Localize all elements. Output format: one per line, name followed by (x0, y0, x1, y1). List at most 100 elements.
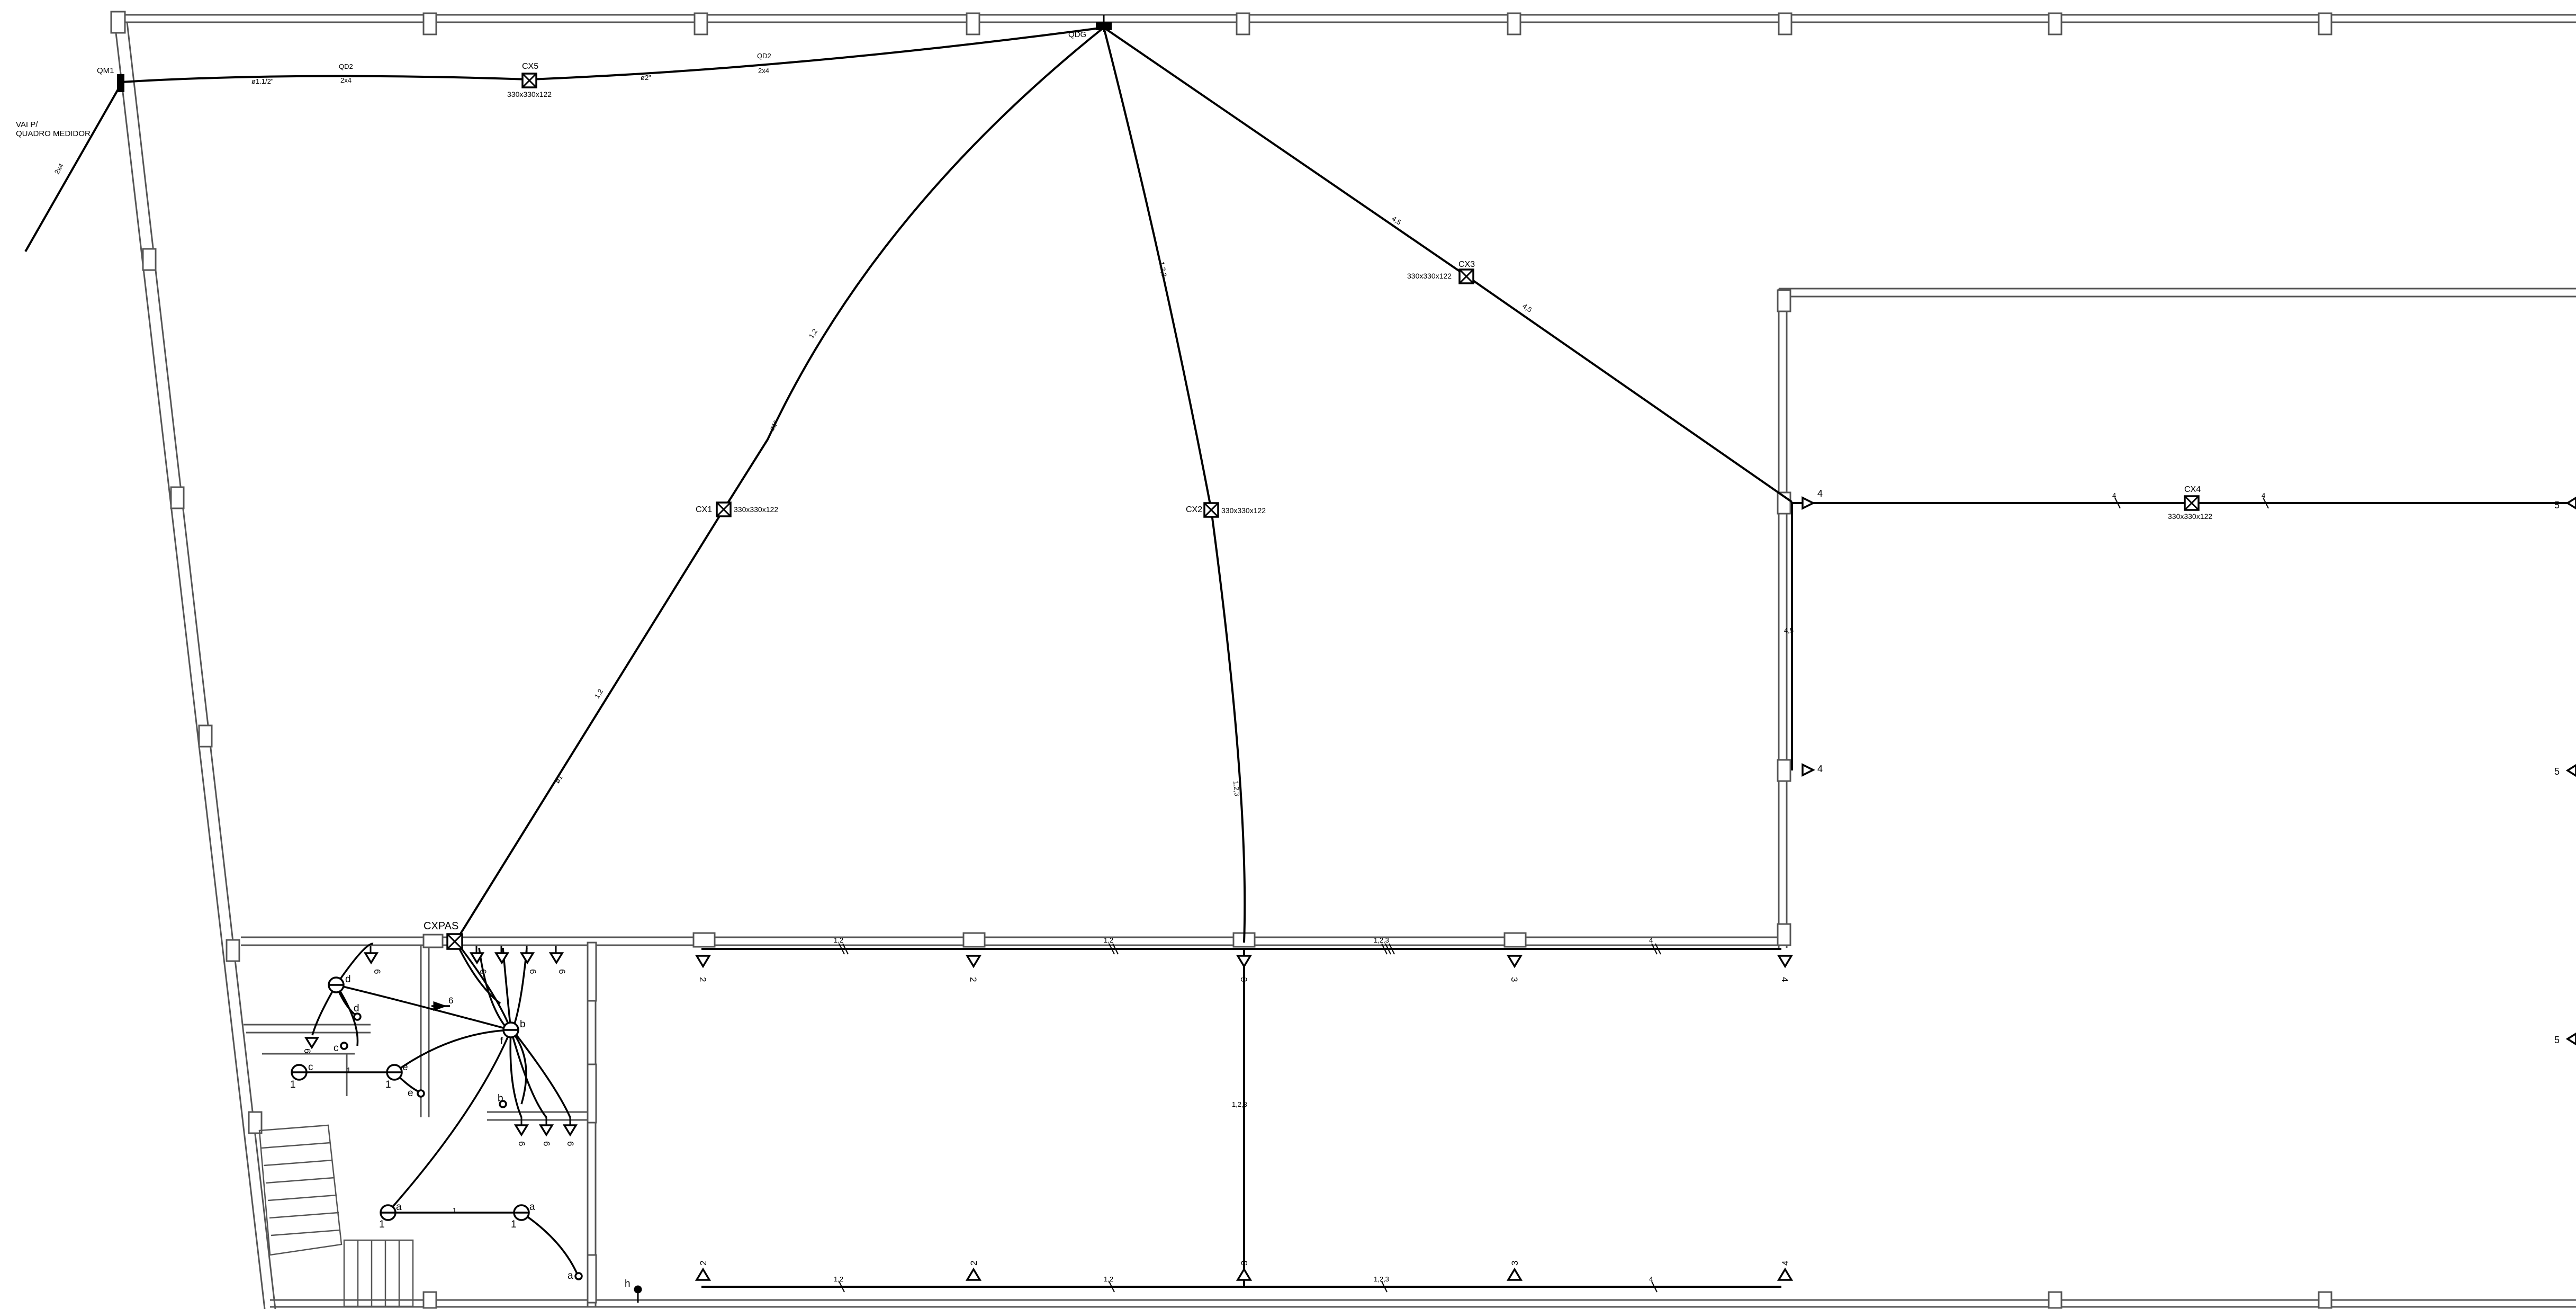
pillars (110, 11, 2332, 1309)
conduits (24, 26, 2576, 1288)
cable-corridor-vertical: 1,2,3 (1232, 1100, 1247, 1108)
switch-letter-a-left: a (396, 1202, 402, 1213)
office-switch-letters: b f d c 1 e 1 a 1 a 1 d c e b a h (290, 974, 631, 1289)
cable-office-1: 1 (453, 1206, 456, 1214)
cx4-size: 330x330x122 (2168, 512, 2212, 521)
cable-45-cx3-lower: 4,5 (1521, 302, 1533, 314)
office-circuit-6-a: 6 (372, 969, 382, 974)
office-luminaires (291, 976, 583, 1280)
meter-note: VAI P/ QUADRO MEDIDOR (16, 120, 91, 138)
cx4-label: CX4 (2184, 485, 2201, 494)
circuit-4-right-mid: 4 (1817, 764, 1823, 774)
switch-letter-b-sw: b (498, 1093, 503, 1104)
switch-letter-d: d (345, 974, 351, 985)
cable-feed-b: 2x4 (758, 67, 769, 75)
right-block-outlets (1802, 496, 2576, 1046)
cable-feed-a: 2x4 (340, 76, 352, 84)
cable-phi-2: ø2" (641, 74, 651, 82)
circuit-3-top-a: 3 (1239, 977, 1249, 982)
cable-bottom-3: 1,2,3 (1374, 1275, 1389, 1283)
office-circuit-6-e: 6 (302, 1048, 312, 1053)
circuit-2-top-b: 2 (968, 977, 978, 982)
switch-letter-h: h (625, 1278, 631, 1289)
circuit-5-edge-mid: 5 (2554, 766, 2560, 777)
cable-bottom-2: 1,2 (1104, 1275, 1113, 1283)
cable-qd2-b: QD2 (757, 52, 771, 60)
cx3-label: CX3 (1458, 260, 1475, 269)
office-circuit-6-i: 6 (565, 1141, 575, 1146)
junction-box-cxpas: CXPAS (424, 920, 463, 950)
cx1-size: 330x330x122 (734, 505, 778, 514)
circuit-4-right-top: 4 (1817, 488, 1823, 499)
switch-letter-c-sw: c (334, 1043, 339, 1054)
switch-letter-1-a-right: 1 (511, 1219, 517, 1230)
office-circuit-6-c: 6 (528, 969, 538, 974)
circuit-4-bottom: 4 (1780, 1261, 1790, 1266)
cable-pair-cx1-lower: 1,2 (593, 687, 605, 700)
cable-labels: ø1.1/2" QD2 2x4 ø2" QD2 2x4 2x4 1,2 ø1" … (53, 52, 2266, 1283)
cable-triple-cx2-lower: 1,2,3 (1232, 781, 1241, 796)
office-circuit-6-b: 6 (478, 969, 488, 974)
circuit-4-top: 4 (1780, 977, 1790, 982)
office-circuits (299, 939, 578, 1274)
junction-box-cx4: CX4 330x330x122 (2168, 485, 2212, 521)
switch-letter-b: b (520, 1019, 526, 1030)
staircase (258, 1124, 414, 1307)
note-line1: VAI P/ (16, 120, 38, 129)
panel-qm1: QM1 (97, 66, 124, 92)
switch-letter-c-lum: c (308, 1062, 313, 1073)
switch-letter-e-sw: e (408, 1088, 413, 1099)
switch-letter-d-sw: d (354, 1003, 359, 1014)
office-circuit-6-f: 6 (448, 996, 453, 1006)
cx3-size: 330x330x122 (1407, 272, 1452, 280)
cable-4-right-a: 4 (2112, 491, 2116, 499)
corridor-outlets-bottom (695, 1267, 1794, 1281)
circuit-5-edge-bottom: 5 (2554, 1035, 2560, 1045)
cable-4-right-vertical: 4,5 (1784, 626, 1794, 634)
cable-corridor-1: 1,2 (834, 936, 843, 944)
cable-office-2: 1 (347, 1066, 350, 1074)
circuit-3-bottom-b: 3 (1510, 1261, 1520, 1266)
junction-box-cx1: CX1 330x330x122 (696, 501, 778, 517)
cable-pair-cx1-upper: 1,2 (807, 327, 819, 339)
panel-qdg: QDG (1068, 15, 1112, 39)
circuit-2-bottom-b: 2 (969, 1261, 979, 1266)
switch-letter-f-b: f (500, 1036, 503, 1047)
cable-qd2-a: QD2 (339, 62, 353, 70)
office-circuit-6-h: 6 (542, 1141, 552, 1146)
switch-letter-1-c: 1 (290, 1079, 296, 1090)
cx2-size: 330x330x122 (1221, 506, 1266, 515)
switch-letter-1-a-left: 1 (379, 1219, 385, 1230)
building-walls (113, 14, 2576, 1309)
cable-triple-cx2-upper: 1,2,3 (1158, 261, 1168, 277)
circuit-2-top-a: 2 (698, 977, 708, 982)
cable-feed-c: 2x4 (53, 162, 65, 176)
cable-corridor-4: 4 (1649, 936, 1653, 944)
circuit-tick-marks (839, 497, 2269, 1293)
cable-phi-1-half: ø1.1/2" (251, 77, 274, 85)
circuit-3-top-b: 3 (1509, 977, 1519, 982)
junction-box-cx2: CX2 330x330x122 (1186, 502, 1266, 518)
office-circuit-numbers: 6 6 6 6 6 6 6 6 6 (302, 969, 575, 1146)
circuit-5-edge-top: 5 (2554, 500, 2560, 510)
cable-4-right-b: 4 (2262, 491, 2265, 499)
cable-bottom-1: 1,2 (834, 1275, 843, 1283)
circuit-2-bottom-a: 2 (698, 1261, 708, 1266)
switch-letter-a-sw: a (568, 1270, 573, 1281)
cable-corridor-3: 1,2,3 (1374, 936, 1389, 944)
cx1-label: CX1 (696, 505, 712, 514)
switch-letter-e-lum: e (402, 1062, 408, 1073)
cable-bottom-4: 4 (1649, 1275, 1653, 1283)
junction-box-cx3: CX3 330x330x122 (1407, 260, 1475, 284)
cable-phi-1-upper: ø1" (768, 419, 780, 433)
office-circuit-6-d: 6 (557, 969, 567, 974)
switch-letter-1-e: 1 (385, 1079, 391, 1090)
cx5-size: 330x330x122 (507, 90, 552, 98)
corridor-circuit-numbers: 2 2 3 3 4 2 2 3 3 4 (698, 977, 1790, 1266)
qdg-label: QDG (1068, 30, 1086, 39)
switch-letter-a-right: a (529, 1202, 535, 1213)
cx5-label: CX5 (522, 62, 538, 71)
cx2-label: CX2 (1186, 505, 1202, 514)
junction-box-cx5: CX5 330x330x122 (507, 62, 552, 98)
